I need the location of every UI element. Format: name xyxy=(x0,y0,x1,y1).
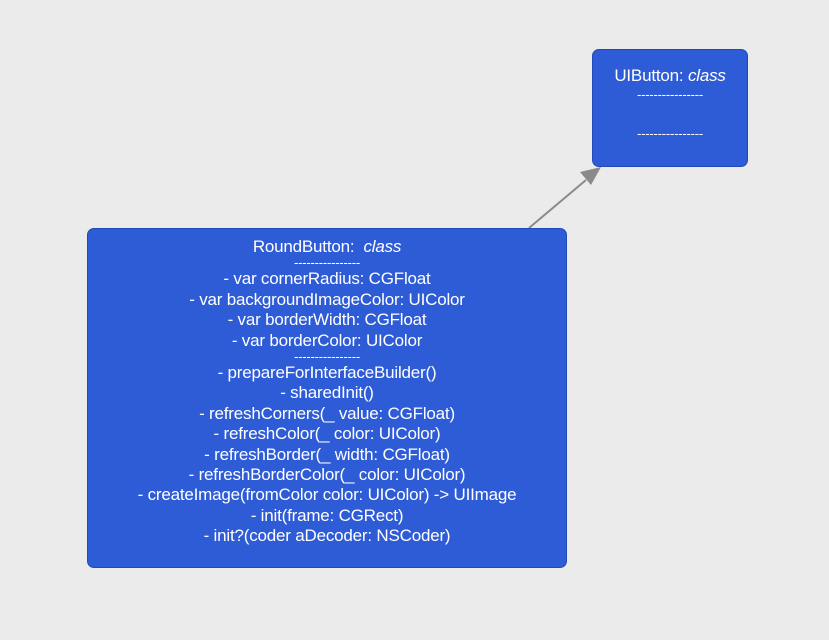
separator: ---------------- xyxy=(636,126,704,141)
method: - createImage(fromColor color: UIColor) … xyxy=(137,485,517,505)
attribute: - var borderColor: UIColor xyxy=(231,330,423,350)
node-title: UIButton: class xyxy=(593,66,747,86)
node-kind: class xyxy=(687,66,726,85)
node-name: UIButton: xyxy=(614,66,684,85)
method: - refreshBorder(_ width: CGFloat) xyxy=(204,444,450,464)
node-roundbutton[interactable]: RoundButton: class ---------------- - va… xyxy=(87,228,567,568)
separator: ---------------- xyxy=(636,87,704,102)
arrowhead-icon xyxy=(580,167,601,185)
separator: ---------------- xyxy=(293,255,361,271)
method: - init(frame: CGRect) xyxy=(250,505,404,525)
attribute: - var cornerRadius: CGFloat xyxy=(223,269,431,289)
method: - prepareForInterfaceBuilder() xyxy=(217,363,437,383)
method: - refreshCorners(_ value: CGFloat) xyxy=(199,403,455,423)
node-uibutton[interactable]: UIButton: class ---------------- -------… xyxy=(592,49,748,167)
attribute: - var backgroundImageColor: UIColor xyxy=(189,289,465,309)
node-name: RoundButton: xyxy=(252,237,355,256)
node-title: RoundButton: class xyxy=(88,237,566,257)
separator: ---------------- xyxy=(293,349,361,365)
method: - init?(coder aDecoder: NSCoder) xyxy=(203,526,451,546)
method: - refreshBorderColor(_ color: UIColor) xyxy=(188,465,466,485)
attribute: - var borderWidth: CGFloat xyxy=(227,310,427,330)
edge-roundbutton-to-uibutton xyxy=(528,179,587,229)
node-kind: class xyxy=(363,237,402,256)
method: - sharedInit() xyxy=(280,383,374,403)
method: - refreshColor(_ color: UIColor) xyxy=(213,424,441,444)
